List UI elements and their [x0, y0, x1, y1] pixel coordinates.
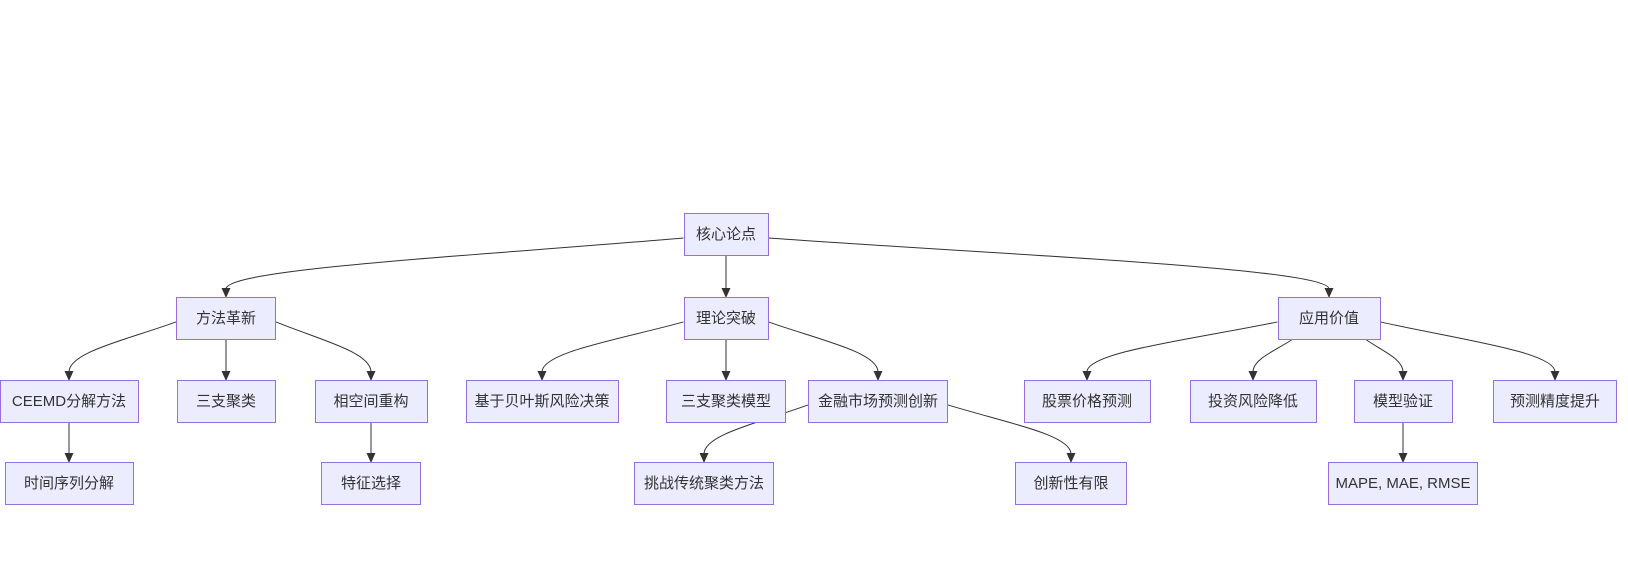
arrowhead-icon — [64, 453, 74, 463]
node-three-way-clustering-model: 三支聚类模型 — [666, 380, 786, 423]
node-label: 理论突破 — [695, 310, 756, 327]
arrowhead-icon — [366, 453, 376, 463]
node-three-way-clustering: 三支聚类 — [176, 380, 276, 423]
node-label: 核心论点 — [695, 226, 756, 243]
node-label: 基于贝叶斯风险决策 — [474, 393, 610, 410]
node-investment-risk-reduction: 投资风险降低 — [1189, 380, 1317, 423]
node-limited-novelty: 创新性有限 — [1015, 462, 1127, 505]
edge-application-value-to-stock-price-prediction — [1086, 321, 1278, 373]
arrowhead-icon — [1066, 453, 1076, 463]
node-label: 时间序列分解 — [23, 475, 114, 492]
arrowhead-icon — [721, 288, 731, 298]
node-label: MAPE, MAE, RMSE — [1335, 475, 1471, 492]
arrowhead-icon — [64, 371, 74, 381]
arrowhead-icon — [1082, 371, 1092, 381]
node-label: 方法革新 — [195, 310, 256, 327]
arrowhead-icon — [366, 371, 376, 381]
edge-application-value-to-model-validation — [1366, 339, 1404, 373]
node-label: 创新性有限 — [1033, 475, 1109, 492]
arrowhead-icon — [1398, 453, 1408, 463]
arrowhead-icon — [699, 453, 709, 463]
node-method-innovation: 方法革新 — [176, 297, 276, 340]
node-model-validation: 模型验证 — [1353, 380, 1453, 423]
node-label: 三支聚类 — [195, 393, 256, 410]
node-application-value: 应用价值 — [1277, 297, 1381, 340]
arrowhead-icon — [1324, 288, 1334, 298]
edge-financial-market-prediction-innovation-to-limited-novelty — [947, 404, 1072, 455]
arrowhead-icon — [537, 371, 547, 381]
arrowhead-icon — [1550, 371, 1560, 381]
node-label: 模型验证 — [1372, 393, 1433, 410]
arrowhead-icon — [221, 288, 231, 298]
node-label: 挑战传统聚类方法 — [643, 475, 764, 492]
edge-core-argument-to-method-innovation — [225, 237, 684, 290]
arrowhead-icon — [221, 371, 231, 381]
node-core-argument: 核心论点 — [683, 213, 769, 256]
node-label: 投资风险降低 — [1207, 393, 1298, 410]
node-ceemd-decomposition: CEEMD分解方法 — [0, 380, 139, 423]
node-challenge-traditional-clustering: 挑战传统聚类方法 — [634, 462, 774, 505]
edge-theory-breakthrough-to-financial-market-prediction-innovation — [768, 321, 879, 373]
edge-core-argument-to-application-value — [768, 237, 1330, 290]
node-label: 相空间重构 — [333, 393, 409, 410]
node-label: 应用价值 — [1298, 310, 1359, 327]
node-theory-breakthrough: 理论突破 — [683, 297, 769, 340]
node-stock-price-prediction: 股票价格预测 — [1023, 380, 1151, 423]
node-label: 金融市场预测创新 — [817, 393, 938, 410]
node-label: CEEMD分解方法 — [11, 393, 127, 410]
node-feature-selection: 特征选择 — [321, 462, 421, 505]
node-phase-space-reconstruction: 相空间重构 — [314, 380, 428, 423]
node-label: 预测精度提升 — [1509, 393, 1600, 410]
node-bayes-risk-decision: 基于贝叶斯风险决策 — [465, 380, 619, 423]
node-label: 三支聚类模型 — [680, 393, 771, 410]
arrowhead-icon — [721, 371, 731, 381]
arrowhead-icon — [1248, 371, 1258, 381]
node-label: 特征选择 — [340, 475, 401, 492]
node-time-series-decomposition: 时间序列分解 — [4, 462, 134, 505]
edge-method-innovation-to-ceemd-decomposition — [68, 321, 177, 373]
node-label: 股票价格预测 — [1041, 393, 1132, 410]
edge-application-value-to-prediction-accuracy-improvement — [1380, 321, 1556, 373]
arrowhead-icon — [873, 371, 883, 381]
edge-method-innovation-to-phase-space-reconstruction — [275, 321, 372, 373]
node-mape-mae-rmse: MAPE, MAE, RMSE — [1328, 462, 1478, 505]
node-prediction-accuracy-improvement: 预测精度提升 — [1493, 380, 1617, 423]
arrowhead-icon — [1398, 371, 1408, 381]
edge-financial-market-prediction-innovation-to-challenge-traditional-clustering — [703, 404, 809, 455]
node-financial-market-prediction-innovation: 金融市场预测创新 — [808, 380, 948, 423]
edge-theory-breakthrough-to-bayes-risk-decision — [541, 321, 684, 373]
edge-application-value-to-investment-risk-reduction — [1252, 339, 1292, 373]
